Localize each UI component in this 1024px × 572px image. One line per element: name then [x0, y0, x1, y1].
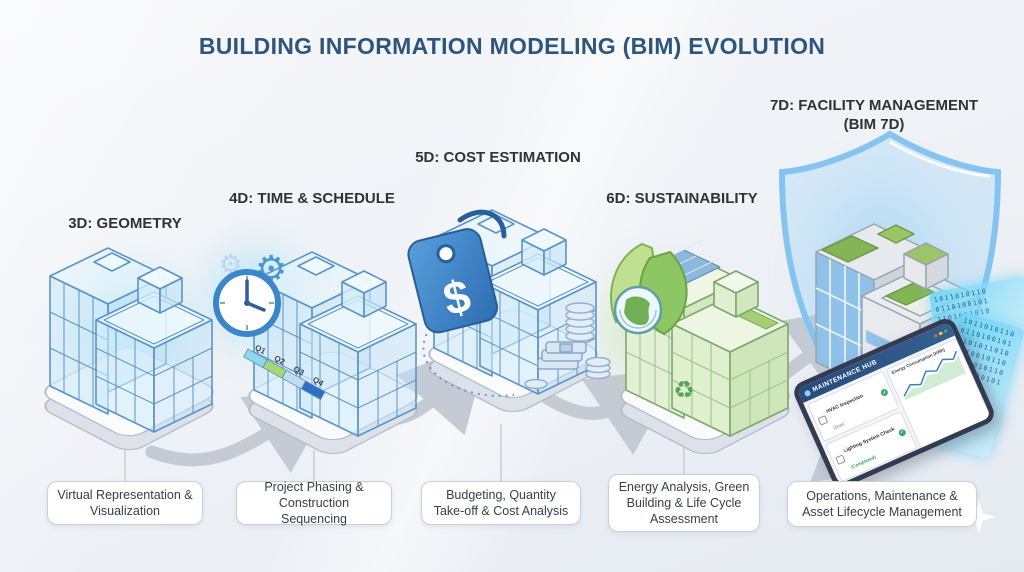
- leaf-globe-icon: [596, 236, 711, 351]
- line-chart: [903, 350, 967, 400]
- stage-label-3d: 3D: GEOMETRY: [68, 215, 182, 232]
- check-badge: ✓: [897, 427, 907, 437]
- yellow-dot-icon: [938, 331, 943, 336]
- stage-label-7d-line1: 7D: FACILITY MANAGEMENT: [769, 97, 979, 114]
- stage-4d-time-schedule: Q1 Q2 Q3 Q4: [222, 222, 444, 462]
- stage-label-6d: 6D: SUSTAINABILITY: [606, 190, 758, 207]
- checkbox-icon: [835, 454, 846, 465]
- green-dot-icon: [943, 329, 948, 334]
- wireframe-building-icon: Q1 Q2 Q3 Q4: [240, 251, 426, 459]
- description-box-7d: Operations, Maintenance & Asset Lifecycl…: [787, 481, 977, 527]
- coin-stack: [585, 356, 611, 380]
- description-box-6d: Energy Analysis, Green Building & Life C…: [608, 474, 760, 532]
- description-box-3d: Virtual Representation & Visualization: [47, 481, 203, 525]
- checkbox-icon: [817, 414, 829, 426]
- description-box-4d: Project Phasing & Construction Sequencin…: [236, 480, 392, 526]
- recycle-icon: ♻: [673, 377, 695, 404]
- task-name: HVAC Inspection: [825, 392, 865, 415]
- task-name: Lighting System Check: [842, 426, 896, 455]
- task-status: (Due): [832, 420, 845, 431]
- task-status: (Completed): [850, 454, 877, 470]
- stage-label-7d-line2: (BIM 7D): [843, 115, 905, 133]
- globe-continent: [624, 296, 650, 326]
- clock-gears-icon: ⚙ ⚙: [203, 243, 298, 343]
- line-chart-card: Energy Consumption (kWh): [885, 338, 991, 456]
- coin: [524, 378, 548, 390]
- cash-bundle: [537, 341, 587, 370]
- tag-string: [457, 209, 507, 239]
- description-box-5d: Budgeting, Quantity Take-off & Cost Anal…: [421, 481, 581, 525]
- window-dots: [933, 329, 948, 339]
- stage-label-7d: 7D: FACILITY MANAGEMENT (BIM 7D): [770, 97, 978, 135]
- coin-stack: [565, 302, 595, 342]
- check-badge: ✓: [879, 387, 890, 398]
- stage-label-5d: 5D: COST ESTIMATION: [415, 149, 581, 166]
- price-tag-icon: $: [398, 200, 520, 342]
- stage-label-4d: 4D: TIME & SCHEDULE: [229, 190, 395, 207]
- shield-icon: [803, 388, 812, 397]
- page-title: BUILDING INFORMATION MODELING (BIM) EVOL…: [198, 33, 826, 59]
- red-dot-icon: [933, 333, 938, 339]
